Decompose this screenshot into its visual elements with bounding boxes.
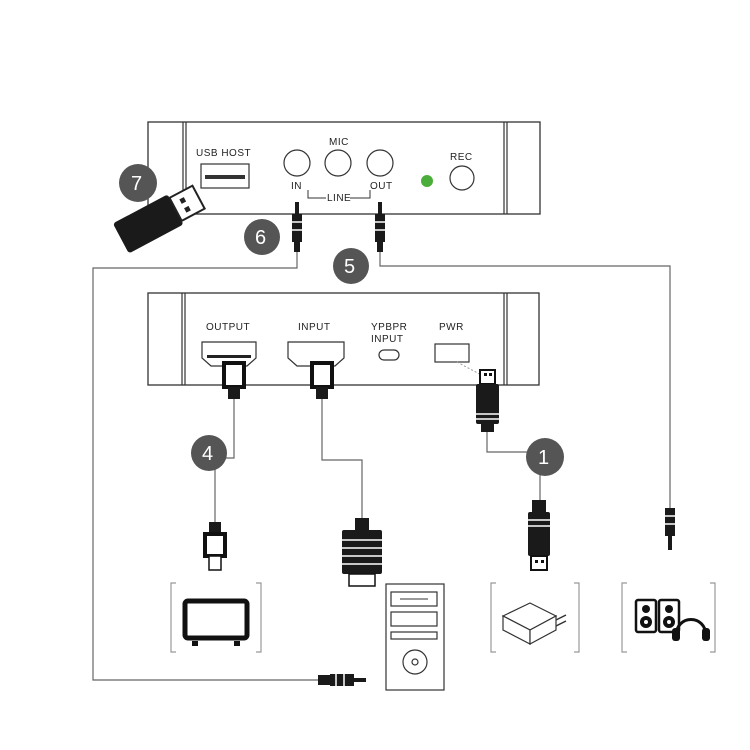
line-out-cable: [379, 252, 671, 510]
recorder-device: USB HOST IN MIC OUT LINE REC: [147, 121, 541, 215]
svg-text:6: 6: [255, 227, 266, 249]
line-out-label: OUT: [370, 181, 393, 192]
line-in-plug: [292, 202, 302, 252]
mic-jack[interactable]: [324, 149, 352, 177]
line-in-cable: [92, 252, 318, 681]
power-adapter-icon: [490, 582, 580, 653]
ypbpr-port[interactable]: [378, 349, 400, 361]
audio-plug-bottom: [665, 508, 675, 550]
converter-device: OUTPUT INPUT YPBPR INPUT PWR: [147, 292, 540, 386]
rec-button[interactable]: [449, 165, 475, 191]
badge-5: 5: [333, 248, 369, 284]
input-label: INPUT: [298, 322, 331, 333]
svg-text:5: 5: [344, 256, 355, 278]
usb-host-label: USB HOST: [196, 148, 251, 159]
line-in-jack[interactable]: [283, 149, 311, 177]
badge-1: 1: [526, 438, 564, 476]
ypbpr-label-line2: INPUT: [371, 334, 404, 345]
usb-plug-bottom: [528, 500, 550, 571]
usb-stick: [113, 184, 207, 253]
mic-label: MIC: [329, 137, 349, 148]
badge-6: 6: [244, 219, 280, 255]
line-in-label: IN: [291, 181, 302, 192]
rec-label: REC: [450, 152, 473, 163]
audio-plug-horizontal: [318, 674, 366, 686]
tv-icon: [170, 582, 262, 653]
pwr-label: PWR: [439, 322, 464, 333]
svg-text:7: 7: [131, 173, 142, 195]
output-label: OUTPUT: [206, 322, 250, 333]
speakers-headphones-icon: [621, 582, 716, 653]
line-label: LINE: [327, 193, 351, 204]
hdmi-plug-top: [222, 361, 246, 399]
status-led: [421, 175, 433, 187]
power-cable: [486, 432, 541, 505]
vga-plug-bottom: [342, 518, 382, 587]
computer-tower-icon: [385, 583, 445, 691]
hdmi-output-port[interactable]: [201, 341, 257, 367]
converter-body: [147, 292, 540, 386]
line-out-jack[interactable]: [366, 149, 394, 177]
hdmi-plug-bottom: [203, 522, 227, 571]
power-port[interactable]: [434, 343, 470, 363]
svg-text:4: 4: [202, 443, 213, 465]
ypbpr-label-line1: YPBPR: [371, 322, 407, 333]
vga-input-port[interactable]: [287, 341, 345, 367]
svg-text:1: 1: [538, 447, 549, 469]
badge-4: 4: [191, 435, 227, 471]
line-out-plug: [375, 202, 385, 252]
vga-cable: [321, 398, 363, 522]
vga-plug-top: [310, 361, 334, 399]
badge-7: 7: [119, 164, 157, 202]
power-plug-top: [476, 369, 499, 432]
